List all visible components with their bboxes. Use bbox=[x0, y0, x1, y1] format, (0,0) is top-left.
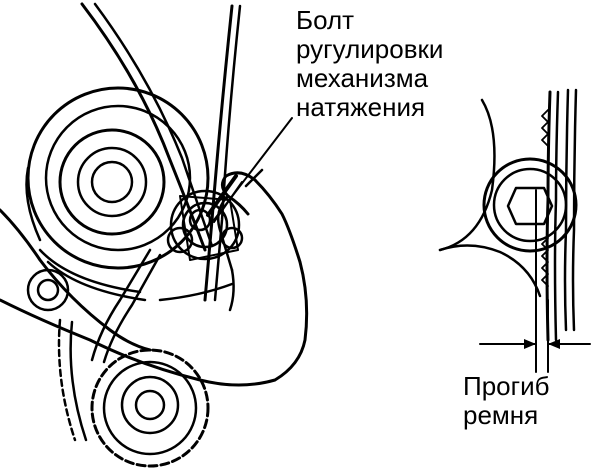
deflection-label-line-2: ремня bbox=[463, 400, 539, 430]
lower-gear-pulley bbox=[57, 318, 210, 468]
bolt-label-line-2: ругулировки bbox=[296, 34, 444, 64]
idler-pulley bbox=[26, 268, 70, 312]
upper-pulley bbox=[25, 86, 210, 270]
hand-illustration bbox=[0, 168, 309, 387]
bolt-label-line-4: натяжения bbox=[296, 92, 426, 122]
bolt-label-line-3: механизма bbox=[296, 63, 429, 93]
tensioner-pulley bbox=[166, 189, 244, 261]
deflection-detail-drawing bbox=[438, 88, 591, 373]
deflection-label-line-1: Прогиб bbox=[463, 371, 550, 401]
engine-belt-drawing bbox=[0, 2, 309, 468]
bolt-adjustment-label: Болт ругулировки механизма натяжения bbox=[296, 6, 443, 122]
drive-belt bbox=[38, 2, 242, 364]
belt-deflection-label: Прогиб ремня bbox=[463, 372, 550, 430]
bolt-label-line-1: Болт bbox=[296, 5, 355, 35]
bolt-leader-line bbox=[213, 117, 293, 221]
